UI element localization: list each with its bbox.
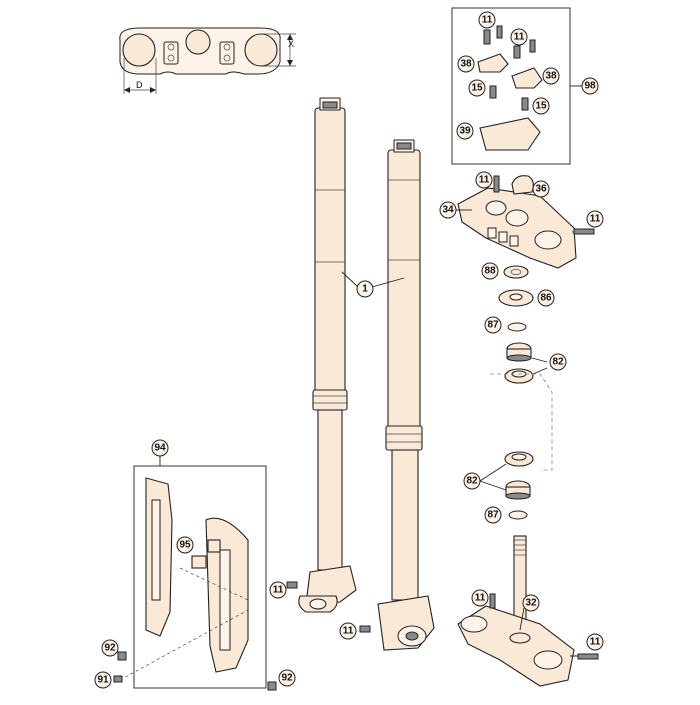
callout-36: 36 — [535, 184, 547, 195]
callout-39: 39 — [459, 126, 471, 137]
callout-34: 34 — [442, 205, 454, 216]
callout-88: 88 — [484, 266, 496, 277]
callout-32: 32 — [525, 598, 537, 609]
upper-triple-clamp: 34 11 36 11 — [439, 171, 604, 269]
callout-38-left: 38 — [460, 59, 472, 70]
callout-11-upper-clamp-side: 11 — [590, 214, 601, 225]
fork-guard-kit: 94 95 92 91 92 — [94, 439, 296, 691]
callout-82-bottom: 82 — [466, 476, 478, 487]
callout-11-fork-left: 11 — [269, 581, 298, 599]
callout-15-left: 15 — [471, 83, 483, 94]
fork-leg-right — [377, 139, 435, 651]
triple-clamp-dimension-sketch: X D — [119, 27, 296, 94]
dimension-d-label: D — [136, 80, 143, 90]
callout-82-top: 82 — [552, 357, 564, 368]
callout-87-bottom: 87 — [487, 510, 499, 521]
dimension-x-label: X — [288, 39, 294, 49]
callout-86: 86 — [540, 293, 552, 304]
callout-11-kit-a: 11 — [482, 15, 493, 26]
callout-94: 94 — [154, 443, 166, 454]
callout-92-left: 92 — [104, 643, 116, 654]
callout-11-fork-right: 11 — [339, 622, 371, 640]
steering-bearing-stack: 88 86 87 82 82 87 — [463, 262, 567, 524]
callout-92-right: 92 — [281, 673, 293, 684]
fork-leg-left — [298, 97, 357, 613]
callout-95: 95 — [179, 540, 191, 551]
callout-98: 98 — [584, 81, 596, 92]
lower-triple-clamp: 32 11 11 — [457, 535, 604, 687]
clamp-kit-group: 98 11 11 38 38 15 15 39 — [451, 7, 599, 165]
callout-11-upper-clamp: 11 — [479, 175, 490, 186]
callout-91: 91 — [97, 675, 109, 686]
callout-38-right: 38 — [545, 71, 557, 82]
svg-text:11: 11 — [343, 626, 354, 637]
svg-text:11: 11 — [273, 585, 284, 596]
callout-11-lower-clamp: 11 — [475, 593, 486, 604]
callout-87-top: 87 — [487, 320, 499, 331]
callout-15-right: 15 — [535, 101, 547, 112]
callout-11-lower-clamp-side: 11 — [590, 637, 601, 648]
callout-1: 1 — [341, 271, 405, 298]
svg-text:1: 1 — [362, 284, 368, 295]
callout-11-kit-b: 11 — [514, 32, 525, 43]
